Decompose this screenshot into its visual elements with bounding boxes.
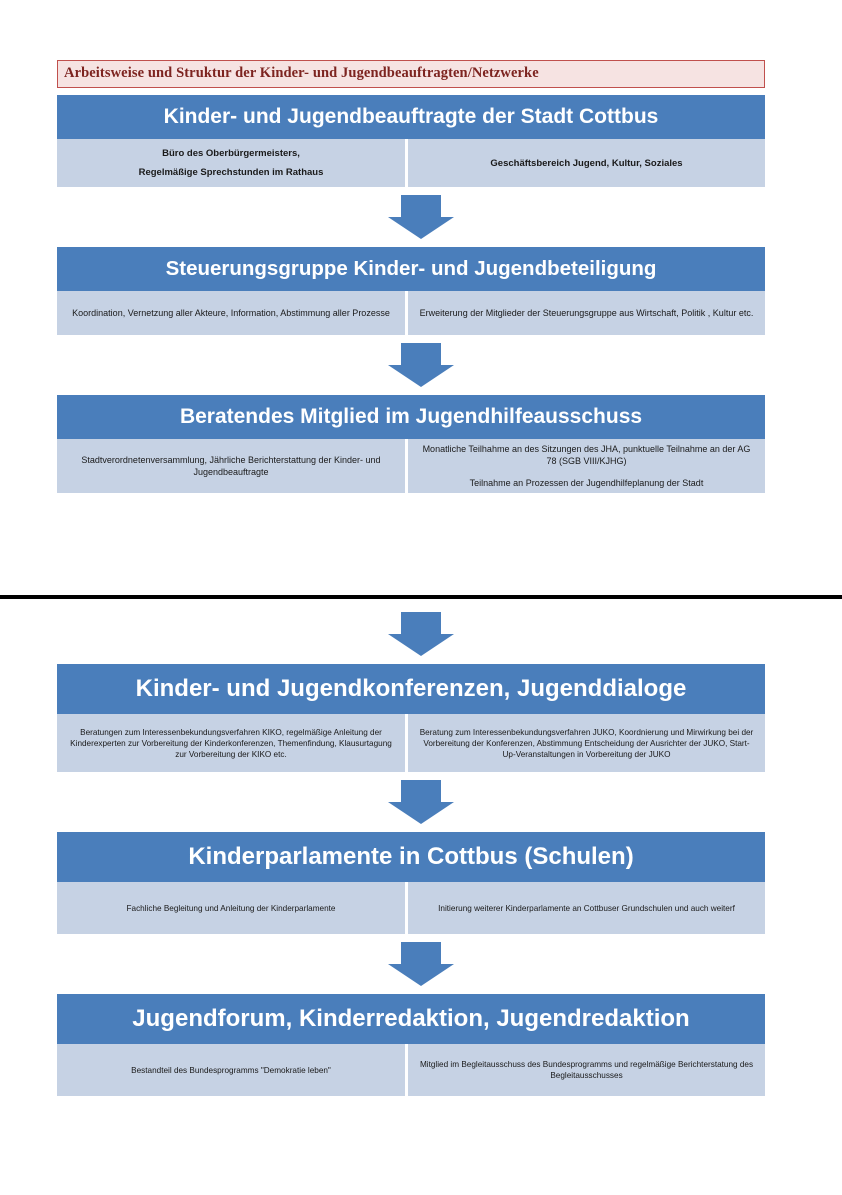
cell-line: Teilnahme an Prozessen der Jugendhilfepl… [469,478,704,488]
cell-line: Beratungen zum Interessenbekundungsverfa… [70,727,392,759]
arrow-shaft [401,343,441,365]
down-arrow-icon [388,343,454,387]
block-body: Koordination, Vernetzung aller Akteure, … [57,291,765,335]
block-heading: Jugendforum, Kinderredaktion, Jugendreda… [57,994,765,1044]
block-cell-left: Fachliche Begleitung und Anleitung der K… [57,882,408,934]
flow-block-jugendkonferenzen: Kinder- und Jugendkonferenzen, Jugenddia… [57,664,765,772]
down-arrow-icon [388,780,454,824]
arrow-head [388,964,454,986]
block-cell-left: Bestandteil des Bundesprogramms "Demokra… [57,1044,408,1096]
cell-line: Beratung zum Interessenbekundungsverfahr… [419,727,754,759]
flow-block-jugendforum: Jugendforum, Kinderredaktion, Jugendreda… [57,994,765,1096]
block-cell-right: Erweiterung der Mitglieder der Steuerung… [408,291,765,335]
block-body: Stadtverordnetenversammlung, Jährliche B… [57,439,765,493]
block-heading-text: Kinderparlamente in Cottbus (Schulen) [188,843,634,870]
cell-line: Initierung weiterer Kinderparlamente an … [438,903,735,913]
block-heading: Kinder- und Jugendbeauftragte der Stadt … [57,95,765,139]
flow-block-steuerungsgruppe: Steuerungsgruppe Kinder- und Jugendbetei… [57,247,765,335]
block-heading: Kinderparlamente in Cottbus (Schulen) [57,832,765,882]
block-heading: Kinder- und Jugendkonferenzen, Jugenddia… [57,664,765,714]
block-body: Fachliche Begleitung und Anleitung der K… [57,882,765,934]
block-heading-text: Jugendforum, Kinderredaktion, Jugendreda… [132,1005,690,1032]
arrow-connector [0,343,842,387]
page-divider [0,595,842,599]
arrow-connector [0,942,842,986]
down-arrow-icon [388,195,454,239]
block-heading-text: Beratendes Mitglied im Jugendhilfeaussch… [179,405,643,428]
block-cell-left: Beratungen zum Interessenbekundungsverfa… [57,714,408,772]
block-cell-left: Büro des Oberbürgermeisters, Regelmäßige… [57,139,408,187]
arrow-shaft [401,195,441,217]
block-cell-right: Geschäftsbereich Jugend, Kultur, Soziale… [408,139,765,187]
down-arrow-icon [388,612,454,656]
block-body: Bestandteil des Bundesprogramms "Demokra… [57,1044,765,1096]
arrow-connector [0,195,842,239]
cell-line: Stadtverordnetenversammlung, Jährliche B… [81,455,381,477]
block-heading-text: Kinder- und Jugendbeauftragte der Stadt … [163,105,659,128]
arrow-connector [0,612,842,656]
arrow-head [388,634,454,656]
flow-block-kinder-jugendbeauftragte: Kinder- und Jugendbeauftragte der Stadt … [57,95,765,187]
arrow-shaft [401,942,441,964]
arrow-head [388,365,454,387]
block-body: Büro des Oberbürgermeisters, Regelmäßige… [57,139,765,187]
block-cell-left: Koordination, Vernetzung aller Akteure, … [57,291,408,335]
cell-line: Koordination, Vernetzung aller Akteure, … [72,308,390,318]
block-cell-right: Monatliche Teilhahme an des Sitzungen de… [408,439,765,493]
section-two: Kinder- und Jugendkonferenzen, Jugenddia… [0,612,842,1096]
flow-block-kinderparlamente: Kinderparlamente in Cottbus (Schulen) Fa… [57,832,765,934]
block-heading-text: Steuerungsgruppe Kinder- und Jugendbetei… [165,257,657,280]
block-cell-right: Initierung weiterer Kinderparlamente an … [408,882,765,934]
block-heading: Steuerungsgruppe Kinder- und Jugendbetei… [57,247,765,291]
section-one: Arbeitsweise und Struktur der Kinder- un… [0,60,842,493]
cell-line: Monatliche Teilhahme an des Sitzungen de… [422,444,751,466]
cell-line: Bestandteil des Bundesprogramms "Demokra… [131,1065,331,1075]
cell-line: Regelmäßige Sprechstunden im Rathaus [138,167,324,178]
block-cell-right: Beratung zum Interessenbekundungsverfahr… [408,714,765,772]
cell-line: Fachliche Begleitung und Anleitung der K… [126,903,336,913]
arrow-connector [0,780,842,824]
arrow-shaft [401,780,441,802]
block-body: Beratungen zum Interessenbekundungsverfa… [57,714,765,772]
block-heading-text: Kinder- und Jugendkonferenzen, Jugenddia… [135,675,687,702]
block-cell-right: Mitglied im Begleitausschuss des Bundesp… [408,1044,765,1096]
arrow-shaft [401,612,441,634]
arrow-head [388,802,454,824]
block-cell-left: Stadtverordnetenversammlung, Jährliche B… [57,439,408,493]
block-heading: Beratendes Mitglied im Jugendhilfeaussch… [57,395,765,439]
cell-line: Geschäftsbereich Jugend, Kultur, Soziale… [490,157,683,169]
arrow-head [388,217,454,239]
cell-line: Büro des Oberbürgermeisters, [162,148,300,159]
cell-line: Mitglied im Begleitausschuss des Bundesp… [419,1060,754,1080]
page-title: Arbeitsweise und Struktur der Kinder- un… [57,60,765,88]
cell-line: Erweiterung der Mitglieder der Steuerung… [419,308,754,318]
flow-block-beratendes-mitglied: Beratendes Mitglied im Jugendhilfeaussch… [57,395,765,493]
down-arrow-icon [388,942,454,986]
